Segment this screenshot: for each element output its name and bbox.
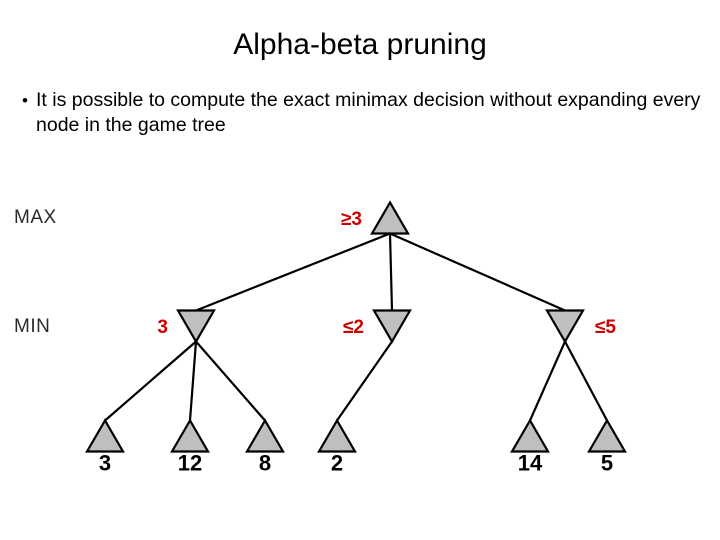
leaf-value-label-leaf-12: 12 — [178, 451, 202, 476]
tree-edge — [528, 340, 567, 422]
list-item: • It is possible to compute the exact mi… — [14, 88, 706, 138]
tree-edge — [388, 232, 567, 312]
tree-edge — [188, 340, 198, 422]
tree-edges-group — [103, 232, 609, 422]
tree-node-leaf-3[interactable] — [85, 418, 125, 453]
leaf-value-label-leaf-14: 14 — [518, 451, 543, 476]
tree-node-leaf-8[interactable] — [245, 418, 285, 453]
node-value-label-min-middle: ≤2 — [343, 317, 364, 338]
tree-labels-group: ≥3 3 ≤2 ≤5 3 12 8 2 14 5 — [99, 209, 617, 475]
game-tree-svg: ≥3 3 ≤2 ≤5 3 12 8 2 14 5 — [85, 200, 627, 476]
tree-nodes-group — [85, 200, 627, 453]
row-label-max: MAX — [14, 207, 57, 228]
tree-edge — [103, 340, 198, 422]
tree-node-max-root[interactable] — [370, 200, 410, 235]
tree-node-leaf-5[interactable] — [587, 418, 627, 453]
tree-edge — [335, 340, 394, 422]
leaf-value-label-leaf-3: 3 — [99, 451, 111, 476]
row-label-min: MIN — [14, 316, 51, 337]
node-value-label-min-right: ≤5 — [595, 317, 616, 338]
tree-edge — [563, 340, 609, 422]
tree-edge — [194, 232, 392, 312]
tree-node-leaf-12[interactable] — [170, 418, 210, 453]
game-tree-figure: MAX MIN ≥3 3 ≤2 ≤5 3 12 8 2 14 5 — [0, 185, 720, 495]
leaf-value-label-leaf-5: 5 — [601, 451, 613, 476]
tree-node-leaf-14[interactable] — [510, 418, 550, 453]
tree-node-min-right[interactable] — [545, 309, 585, 344]
tree-edge — [194, 340, 267, 422]
bullet-point-icon: • — [22, 91, 28, 110]
node-value-label-max-root: ≥3 — [341, 209, 362, 230]
bullet-list: • It is possible to compute the exact mi… — [14, 88, 706, 138]
tree-node-min-middle[interactable] — [372, 309, 412, 344]
leaf-value-label-leaf-8: 8 — [259, 451, 271, 476]
tree-edge — [388, 232, 394, 312]
tree-node-min-left[interactable] — [176, 309, 216, 344]
node-value-label-min-left: 3 — [157, 317, 168, 338]
page-title: Alpha-beta pruning — [233, 28, 487, 61]
bullet-text: It is possible to compute the exact mini… — [36, 89, 701, 136]
tree-node-leaf-2[interactable] — [317, 418, 357, 453]
leaf-value-label-leaf-2: 2 — [331, 451, 343, 476]
